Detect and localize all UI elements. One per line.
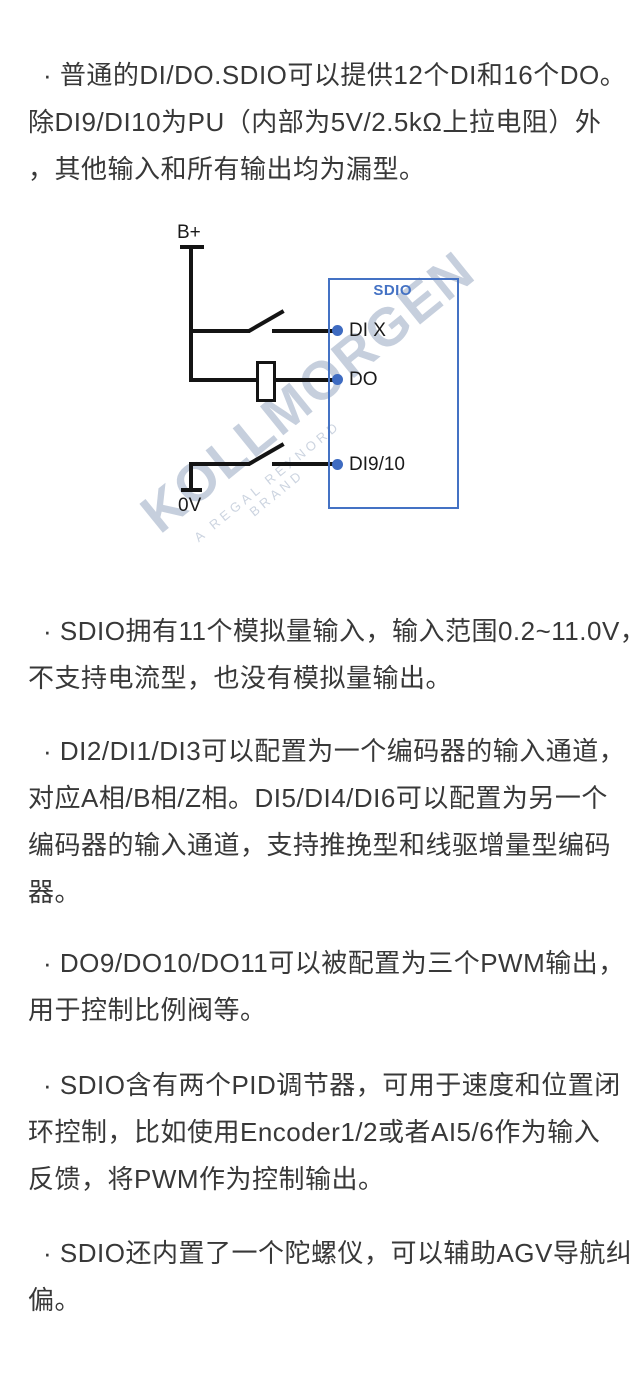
sdio-box-title: SDIO bbox=[373, 282, 412, 299]
di910-pin-dot bbox=[332, 459, 343, 470]
do-wire-left bbox=[189, 378, 257, 382]
paragraph-line: 编码器的输入通道，支持推挽型和线驱增量型编码 bbox=[28, 830, 612, 860]
b-plus-label: B+ bbox=[177, 222, 201, 243]
do-pin-dot bbox=[332, 374, 343, 385]
do-label: DO bbox=[349, 369, 378, 390]
do-wire-right bbox=[276, 378, 339, 382]
paragraph-line: · SDIO含有两个PID调节器，可用于速度和位置闭 bbox=[43, 1070, 621, 1100]
paragraph-line: 偏。 bbox=[28, 1285, 82, 1315]
bullet-paragraph: · SDIO还内置了一个陀螺仪，可以辅助AGV导航纠偏。 bbox=[28, 1230, 633, 1324]
paragraph-line: ，其他输入和所有输出均为漏型。 bbox=[28, 154, 426, 184]
dix-wire-left bbox=[189, 329, 250, 333]
sdio-module-box: SDIO bbox=[328, 278, 459, 509]
zero-v-label: 0V bbox=[178, 495, 202, 516]
paragraph-line: 反馈，将PWM作为控制输出。 bbox=[28, 1164, 385, 1194]
bullet-paragraph: · DI2/DI1/DI3可以配置为一个编码器的输入通道， 对应A相/B相/Z相。… bbox=[28, 728, 626, 916]
dix-wire-right bbox=[272, 329, 339, 333]
dix-label: DI X bbox=[349, 320, 386, 341]
bullet-paragraph: · 普通的DI/DO.SDIO可以提供12个DI和16个DO。除DI9/DI10… bbox=[28, 52, 627, 193]
paragraph-line: 环控制，比如使用Encoder1/2或者AI5/6作为输入 bbox=[28, 1117, 601, 1147]
supply-vertical-line bbox=[189, 245, 193, 382]
paragraph-line: 对应A相/B相/Z相。DI5/DI4/DI6可以配置为另一个 bbox=[28, 783, 608, 813]
sdio-wiring-diagram: KOLLMORGEN A REGAL REXNORD BRAND B+ DI X… bbox=[0, 0, 642, 620]
paragraph-line: · 普通的DI/DO.SDIO可以提供12个DI和16个DO。 bbox=[43, 60, 627, 90]
bullet-paragraph: · SDIO拥有11个模拟量输入，输入范围0.2~11.0V， 不支持电流型，也没… bbox=[28, 608, 642, 702]
di910-wire-right bbox=[272, 462, 339, 466]
paragraph-line: · SDIO拥有11个模拟量输入，输入范围0.2~11.0V， bbox=[43, 616, 642, 646]
zero-v-terminal-bar bbox=[181, 488, 202, 492]
bullet-paragraph: · DO9/DO10/DO11可以被配置为三个PWM输出， 用于控制比例阀等。 bbox=[28, 940, 625, 1034]
paragraph-line: 器。 bbox=[28, 877, 82, 907]
paragraph-line: 除DI9/DI10为PU（内部为5V/2.5kΩ上拉电阻）外 bbox=[28, 107, 602, 137]
paragraph-line: 用于控制比例阀等。 bbox=[28, 995, 267, 1025]
paragraph-line: · SDIO还内置了一个陀螺仪，可以辅助AGV导航纠 bbox=[43, 1238, 633, 1268]
dix-pin-dot bbox=[332, 325, 343, 336]
paragraph-line: · DO9/DO10/DO11可以被配置为三个PWM输出， bbox=[43, 948, 625, 978]
di910-label: DI9/10 bbox=[349, 454, 405, 475]
di910-wire-left bbox=[189, 462, 250, 466]
bullet-paragraph: · SDIO含有两个PID调节器，可用于速度和位置闭环控制，比如使用Encode… bbox=[28, 1062, 622, 1203]
paragraph-line: · DI2/DI1/DI3可以配置为一个编码器的输入通道， bbox=[43, 736, 626, 766]
relay-coil-symbol bbox=[256, 361, 276, 402]
paragraph-line: 不支持电流型，也没有模拟量输出。 bbox=[28, 663, 453, 693]
zero-v-vertical-line bbox=[189, 462, 193, 490]
